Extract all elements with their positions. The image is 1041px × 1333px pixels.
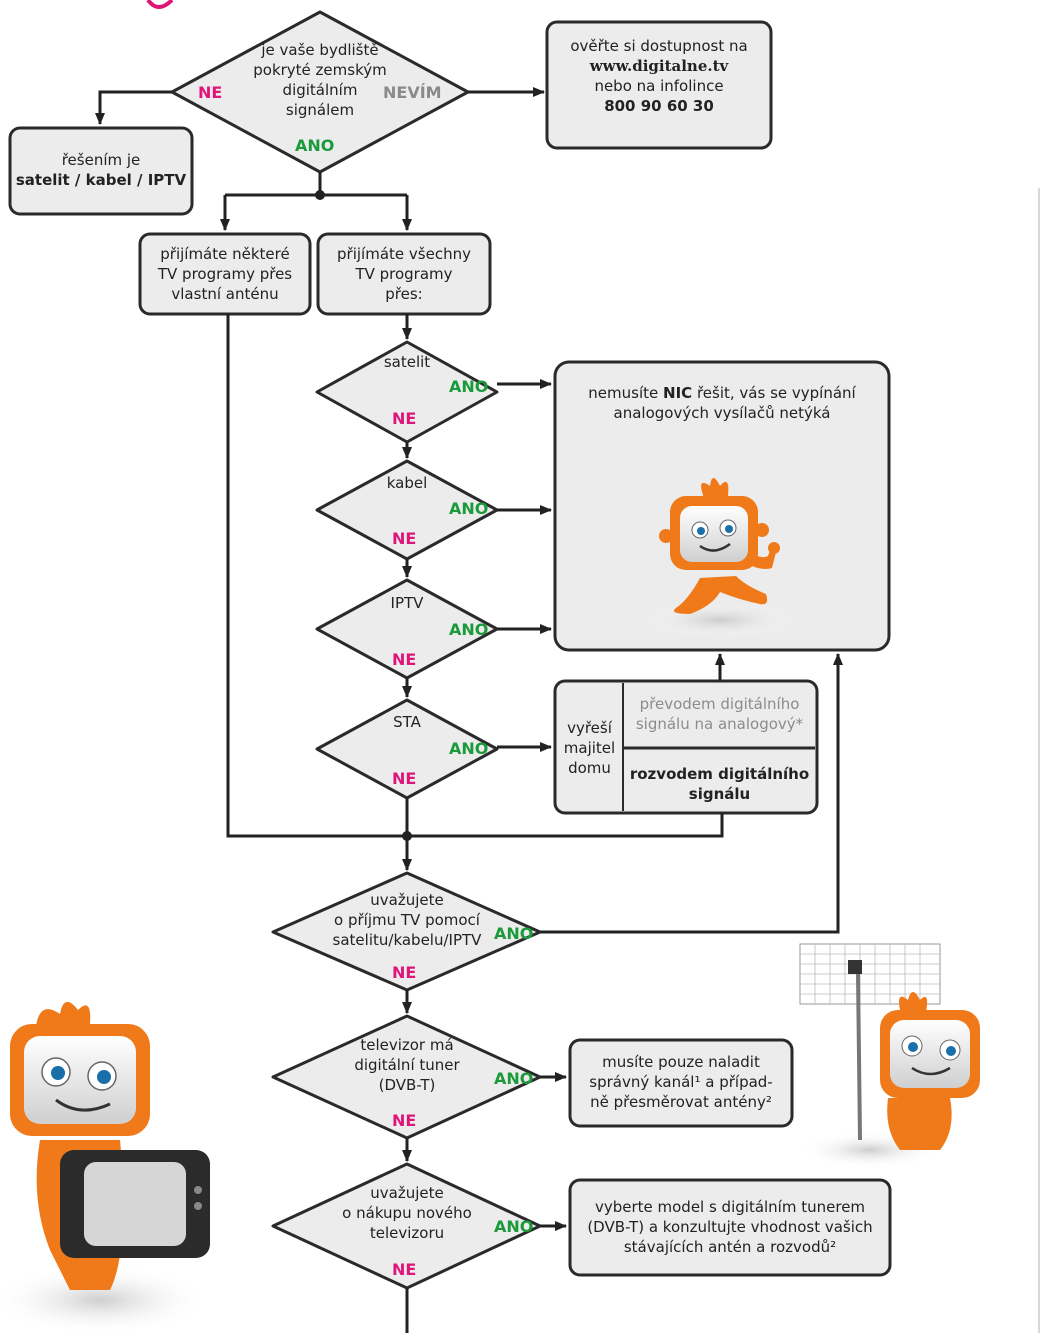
iptv-ano-label: ANO [449,620,489,639]
coverage-line3: digitálním [282,81,358,99]
satelit-ne-label: NE [392,409,417,428]
model-box [568,1178,892,1277]
consider-reception-ne-label: NE [392,963,417,982]
decision-sta-text: STA [393,713,421,731]
consider-purchase-line2: o nákupu nového [342,1204,472,1222]
consider-purchase-line1: uvažujete [370,1184,444,1202]
tune-line2: správný kanál¹ a případ- [589,1073,773,1091]
owner-line1: vyřeší [567,719,612,737]
model-line3: stávajících antén a rozvodů² [623,1238,837,1256]
model-line2: (DVB-T) a konzultujte vhodnost vašich [587,1218,873,1236]
mascot-with-antenna-illustration [799,943,980,1168]
page-edge-rule [1038,188,1040,1333]
tv-tuner-ne-label: NE [392,1111,417,1130]
kabel-ano-label: ANO [449,499,489,518]
tv-tuner-text: televizor má digitální tuner (DVB-T) [322,1035,492,1095]
tv-tuner-ano-label: ANO [494,1069,534,1088]
tv-tuner-line3: (DVB-T) [378,1076,436,1094]
all-programs-line2: TV programy [355,265,453,283]
consider-purchase-ano-label: ANO [494,1217,534,1236]
decision-satelit-text: satelit [383,353,431,371]
verify-box-text: ověřte si dostupnost na www.digitalne.tv… [549,36,769,116]
model-line1: vyberte model s digitálním tunerem [594,1198,866,1216]
solution-box [8,126,194,216]
nothing-nic: NIC [663,384,693,402]
nothing-box-text: nemusíte NIC řešit, vás se vypínání anal… [560,383,884,423]
owner-option2-line1: rozvodem digitálního [629,765,810,783]
owner-option2-line2: signálu [688,785,751,803]
verify-line3: nebo na infolince [594,77,724,95]
mascot-sitting-illustration [640,478,800,638]
solution-box-text: řešením je satelit / kabel / IPTV [10,150,192,190]
tune-line3: ně přesměrovat antény² [590,1093,772,1111]
all-programs-line1: přijímáte všechny [337,245,471,263]
coverage-line4: signálem [285,101,355,119]
nothing-prefix: nemusíte [588,384,659,402]
verify-box [545,20,773,150]
nothing-line1: nemusíte NIC řešit, vás se vypínání [560,383,884,403]
sta-ne-label: NE [392,769,417,788]
coverage-line1: je vaše bydliště [261,41,379,59]
verify-line1: ověřte si dostupnost na [570,37,748,55]
kabel-ne-label: NE [392,529,417,548]
coverage-question-text: je vaše bydliště pokryté zemským digitál… [235,40,405,120]
tv-tuner-line2: digitální tuner [354,1056,460,1074]
consider-reception-line2: o příjmu TV pomocí [334,911,480,929]
some-programs-line1: přijímáte některé [160,245,290,263]
decision-kabel-text: kabel [386,474,428,492]
coverage-ano-label: ANO [295,136,335,155]
mascot-with-tv-illustration [0,1001,210,1333]
decision-iptv-text: IPTV [390,594,424,612]
all-programs-box [316,232,492,316]
solution-line1: řešením je [61,151,141,169]
all-programs-text: přijímáte všechny TV programy přes: [318,244,490,304]
consider-reception-line1: uvažujete [370,891,444,909]
tune-box-text: musíte pouze naladit správný kanál¹ a př… [570,1052,792,1112]
consider-reception-text: uvažujete o příjmu TV pomocí satelitu/ka… [322,890,492,950]
coverage-nevim-label: NEVÍM [383,83,442,102]
satelit-ano-label: ANO [449,377,489,396]
coverage-ne-label: NE [198,83,223,102]
owner-line2: majitel [563,739,616,757]
consider-reception-ano-label: ANO [494,924,534,943]
some-programs-line2: TV programy přes [157,265,293,283]
iptv-ne-label: NE [392,650,417,669]
solution-line2: satelit / kabel / IPTV [15,171,187,189]
verify-phone: 800 90 60 30 [604,97,714,115]
some-programs-line3: vlastní anténu [171,285,279,303]
verify-website: www.digitalne.tv [589,57,729,75]
sta-ano-label: ANO [449,739,489,758]
tune-box [568,1038,794,1128]
nothing-line2: analogových vysílačů netýká [613,404,831,422]
nothing-suffix: řešit, vás se vypínání [696,384,856,402]
some-programs-box [138,232,312,316]
model-box-text: vyberte model s digitálním tunerem (DVB-… [570,1197,890,1257]
coverage-line2: pokryté zemským [253,61,387,79]
owner-option1-line2: signálu na analogový* [635,715,804,733]
tv-tuner-line1: televizor má [360,1036,454,1054]
all-programs-line3: přes: [385,285,423,303]
consider-reception-line3: satelitu/kabelu/IPTV [332,931,482,949]
tune-line1: musíte pouze naladit [602,1053,760,1071]
consider-purchase-ne-label: NE [392,1260,417,1279]
owner-option1-line1: převodem digitálního [639,695,800,713]
consider-purchase-text: uvažujete o nákupu nového televizoru [322,1183,492,1243]
owner-option-convert: převodem digitálního signálu na analogov… [624,694,815,734]
owner-line3: domu [568,759,611,777]
owner-who-text: vyřeší majitel domu [556,718,623,778]
consider-purchase-line3: televizoru [369,1224,445,1242]
some-programs-text: přijímáte některé TV programy přes vlast… [140,244,310,304]
owner-option-distribute: rozvodem digitálního signálu [624,764,815,804]
